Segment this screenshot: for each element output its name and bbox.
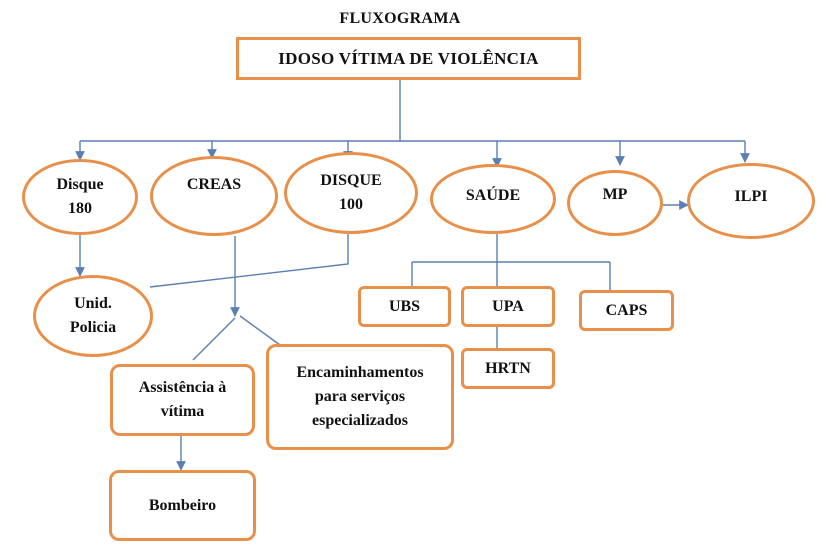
node-assistencia-vitima: Assistência à vítima: [110, 364, 255, 436]
node-hrtn-label: HRTN: [485, 359, 531, 377]
root-node: IDOSO VÍTIMA DE VIOLÊNCIA: [236, 37, 581, 80]
node-ilpi-label: ILPI: [734, 188, 768, 205]
node-disque-100-label: DISQUE 100: [320, 172, 382, 213]
root-label: IDOSO VÍTIMA DE VIOLÊNCIA: [278, 48, 539, 68]
node-creas-label: CREAS: [186, 176, 242, 193]
node-saude-label: SAÚDE: [465, 187, 521, 204]
node-encaminhamentos: Encaminhamentos para serviços especializ…: [266, 344, 454, 450]
node-ubs-label: UBS: [388, 297, 421, 315]
line-disque100-to-policia: [149, 234, 349, 288]
node-caps-label: CAPS: [605, 301, 648, 319]
line-creas-to-encaminhamentos: [239, 315, 281, 346]
node-caps: CAPS: [579, 290, 674, 331]
node-mp: MP: [567, 170, 663, 236]
node-unid-policia-label: Unid. Policia: [69, 295, 117, 336]
node-upa-label: UPA: [492, 297, 524, 315]
node-encaminhamentos-label: Encaminhamentos para serviços especializ…: [296, 364, 424, 429]
node-ubs: UBS: [358, 286, 451, 327]
line-creas-to-assistencia: [192, 317, 236, 361]
node-creas: CREAS: [150, 156, 278, 236]
node-bombeiro: Bombeiro: [109, 470, 256, 541]
node-hrtn: HRTN: [461, 348, 555, 389]
node-assistencia-vitima-label: Assistência à vítima: [138, 379, 227, 420]
node-ilpi: ILPI: [687, 163, 815, 239]
node-mp-label: MP: [602, 186, 628, 203]
node-disque-100: DISQUE 100: [284, 152, 418, 234]
diagram-title: FLUXOGRAMA: [339, 10, 461, 27]
node-bombeiro-label: Bombeiro: [148, 496, 217, 514]
node-disque-180: Disque 180: [22, 159, 138, 235]
node-upa: UPA: [461, 286, 555, 327]
node-unid-policia: Unid. Policia: [33, 275, 153, 357]
node-saude: SAÚDE: [430, 164, 556, 234]
node-disque-180-label: Disque 180: [56, 176, 104, 217]
